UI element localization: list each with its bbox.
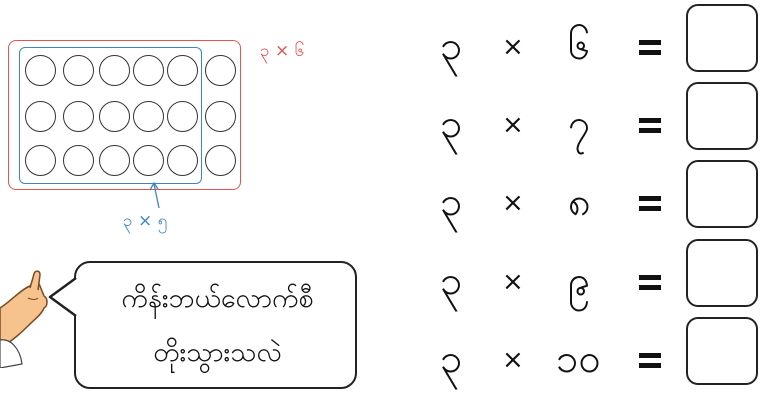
answer-box[interactable]	[686, 82, 758, 150]
multiplier: ၁၀	[556, 336, 601, 382]
answer-box[interactable]	[686, 239, 758, 307]
grid-circle	[133, 145, 164, 176]
grid-circle	[205, 101, 236, 132]
times-sign: ×	[502, 110, 524, 140]
speech-line-2: တိုးသွားသလဲ	[153, 337, 282, 368]
speech-line-1: ကိန်းဘယ်လောက်စီ	[121, 283, 314, 314]
grid-circle	[167, 101, 198, 132]
times-sign: ×	[502, 345, 524, 375]
times-sign: ×	[502, 267, 524, 297]
red-outline-3x6	[8, 40, 241, 190]
grid-circle	[63, 55, 94, 86]
multiplicand: ၃	[440, 336, 463, 382]
grid-circle	[63, 145, 94, 176]
multiplier: ၆	[568, 23, 591, 69]
grid-circle	[99, 145, 130, 176]
times-sign: ×	[502, 188, 524, 218]
grid-circle	[25, 101, 56, 132]
multiplier: ၇	[568, 101, 591, 147]
speech-bubble-tail	[48, 276, 78, 318]
grid-circle	[167, 145, 198, 176]
grid-circle	[167, 55, 198, 86]
multiplicand: ၃	[440, 179, 463, 225]
red-label: ၃ × ၆	[260, 41, 305, 61]
times-sign: ×	[502, 32, 524, 62]
multiplier: ၉	[568, 258, 591, 304]
grid-circle	[25, 55, 56, 86]
pointer-arrow	[149, 181, 160, 209]
grid-circle	[205, 55, 236, 86]
grid-circle	[133, 101, 164, 132]
grid-circle	[99, 55, 130, 86]
grid-circle	[133, 55, 164, 86]
grid-circle	[63, 101, 94, 132]
multiplier: ၈	[568, 179, 591, 225]
multiplicand: ၃	[440, 258, 463, 304]
multiplicand: ၃	[440, 101, 463, 147]
grid-circle	[99, 101, 130, 132]
grid-circle	[25, 145, 56, 176]
answer-box[interactable]	[686, 317, 758, 385]
answer-box[interactable]	[686, 160, 758, 228]
multiplicand: ၃	[440, 23, 463, 69]
pointing-hand-icon	[0, 270, 48, 368]
answer-box[interactable]	[686, 4, 758, 72]
speech-bubble: ကိန်းဘယ်လောက်စီ တိုးသွားသလဲ	[74, 261, 357, 389]
blue-label: ၃ × ၅	[123, 211, 168, 231]
blue-outline-3x5	[19, 47, 202, 184]
grid-circle	[205, 145, 236, 176]
